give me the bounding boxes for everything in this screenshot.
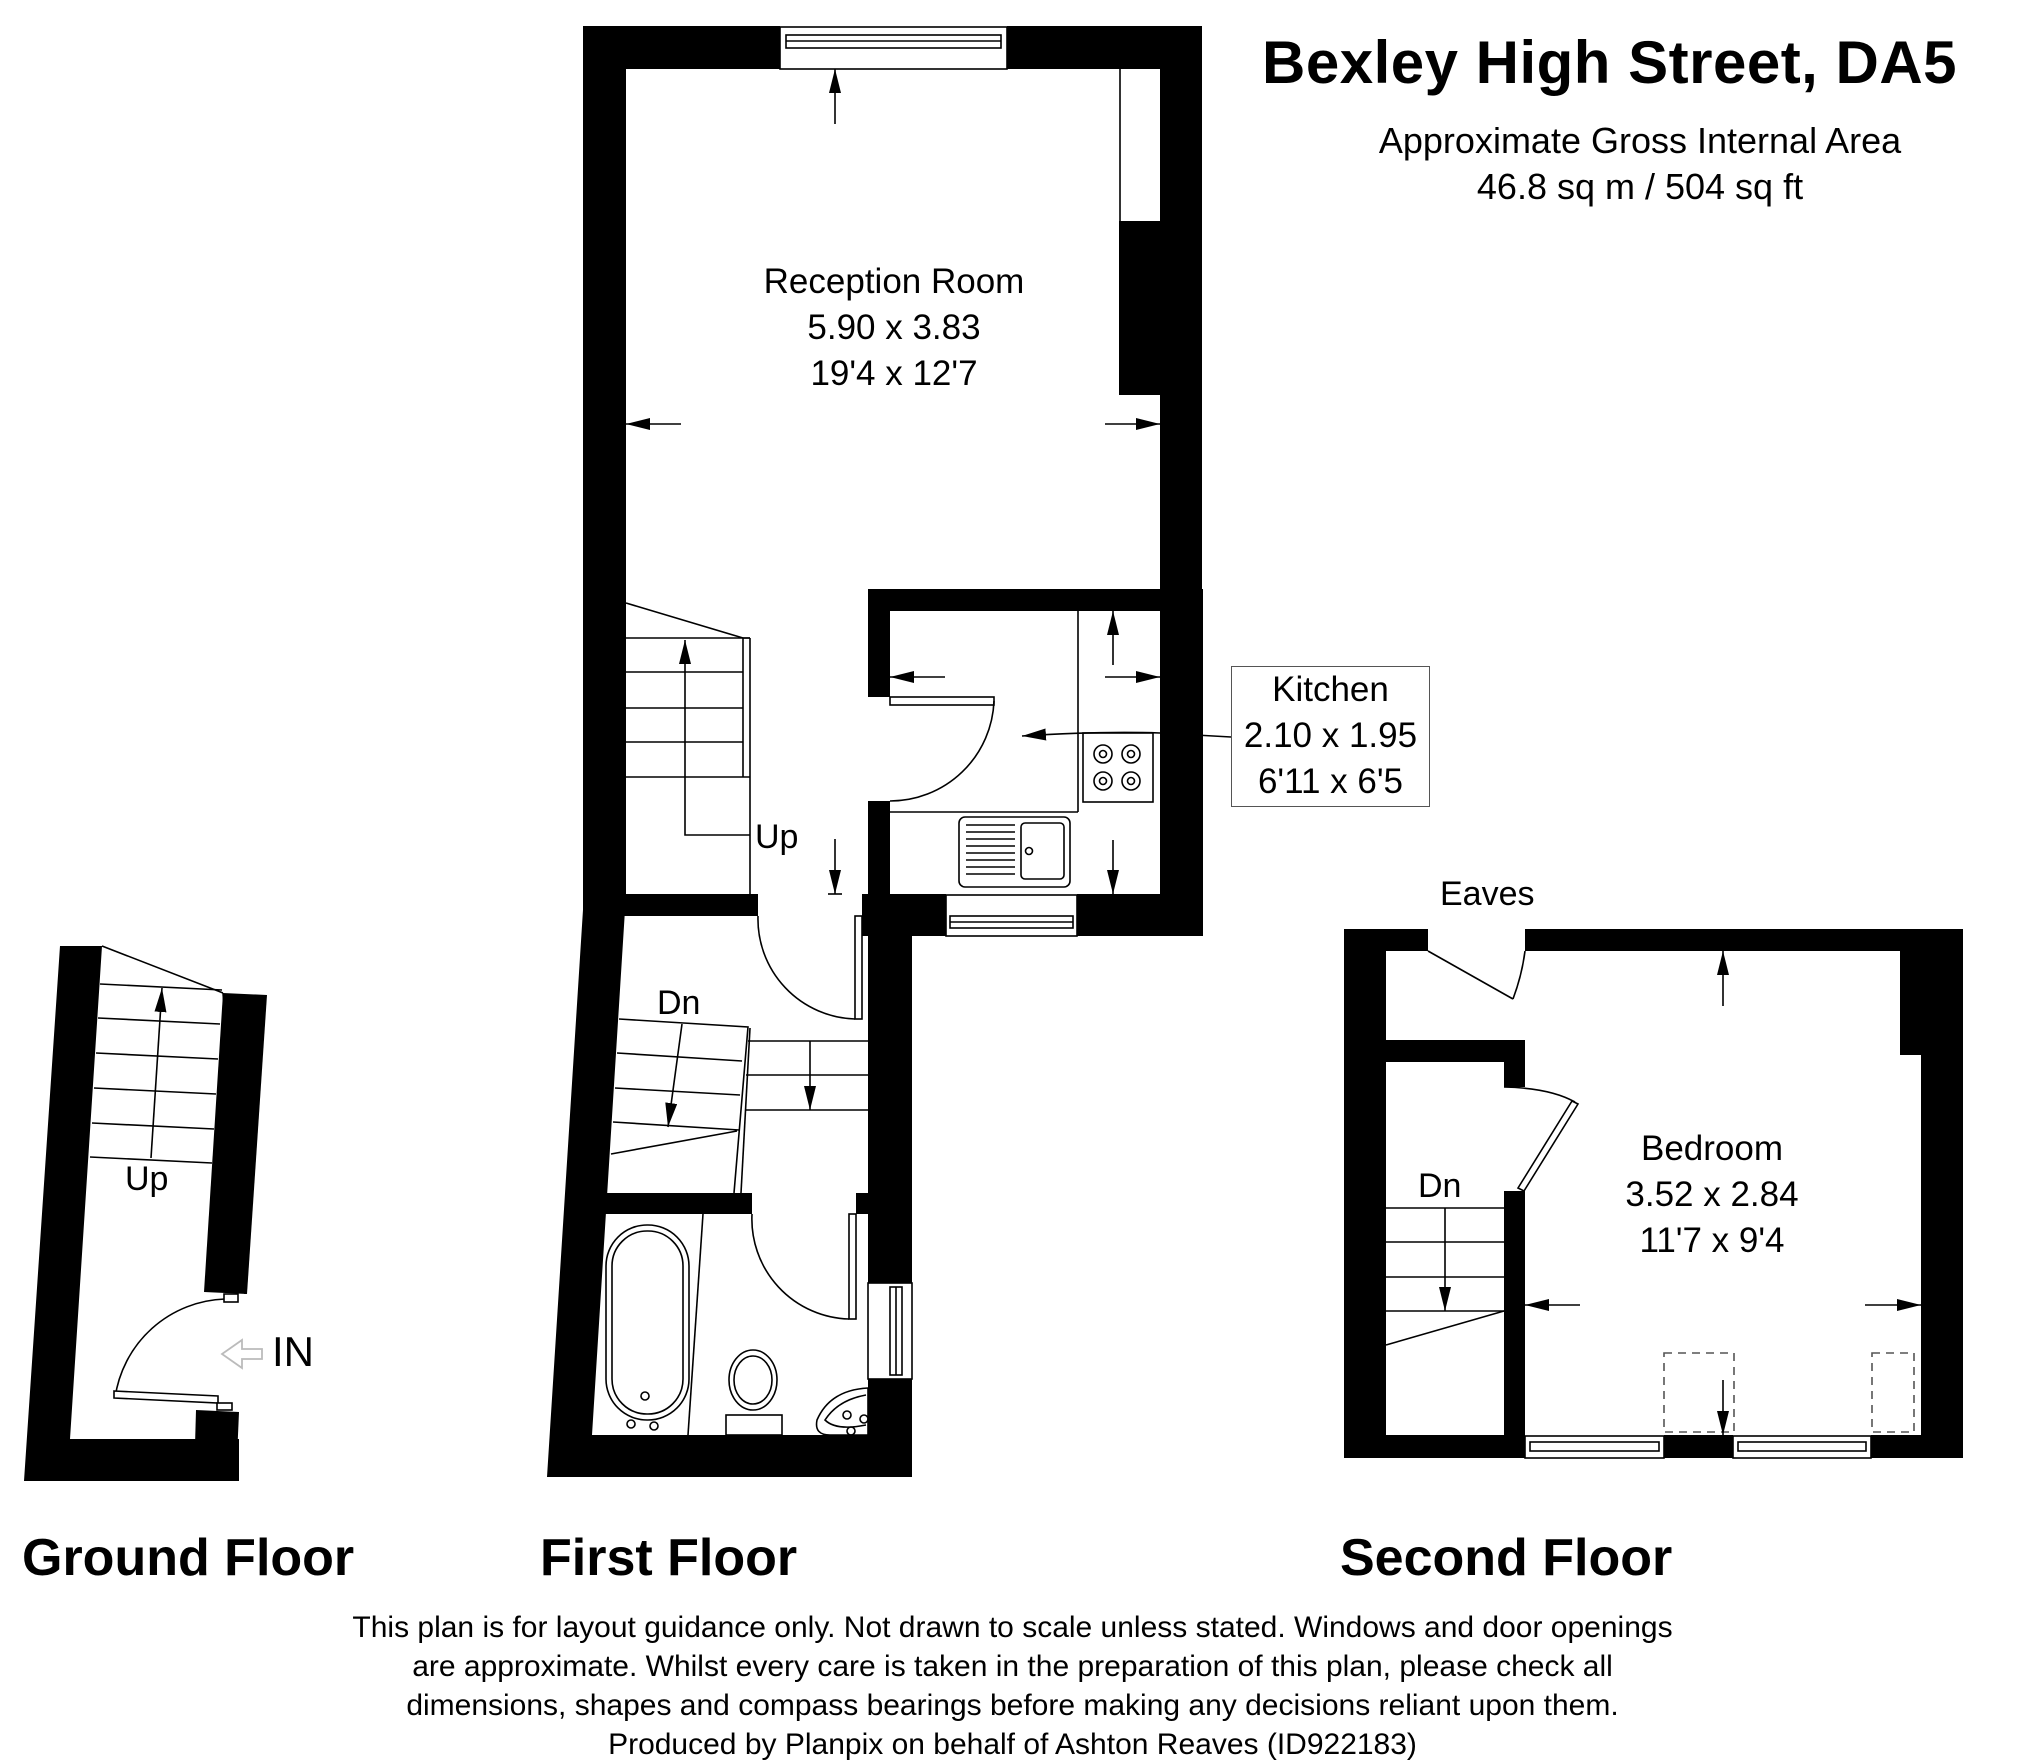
wall: [204, 993, 267, 1294]
stairs-up-label: Up: [125, 1160, 169, 1198]
room-name: Bedroom: [1640, 1129, 1784, 1168]
area-value: 46.8 sq m / 504 sq ft: [1476, 166, 1804, 207]
window-icon: [945, 894, 1078, 937]
door-icon: [757, 915, 863, 1020]
room-name: Kitchen: [1272, 670, 1389, 709]
area-label: Approximate Gross Internal Area: [1378, 120, 1902, 161]
wall: [1504, 1040, 1525, 1087]
wall: [863, 894, 946, 916]
bathtub-icon: [605, 1213, 704, 1436]
eaves-label: Eaves: [1440, 875, 1535, 913]
dimension-arrows: [890, 611, 1232, 894]
dimension-arrows: [626, 69, 1160, 895]
wall: [1344, 1040, 1525, 1062]
disclaimer-line: This plan is for layout guidance only. N…: [352, 1611, 1673, 1644]
first-floor-plan: [547, 26, 1232, 1477]
disclaimer-line: are approximate. Whilst every care is ta…: [412, 1650, 1613, 1683]
staircase-icon: [625, 602, 751, 894]
room-label-bedroom: Bedroom 3.52 x 2.84 11'7 x 9'4: [1562, 1126, 1862, 1264]
entrance-label: IN: [272, 1328, 314, 1375]
wall: [1077, 894, 1203, 936]
door-icon: [1503, 1086, 1580, 1193]
door-icon: [113, 1293, 239, 1411]
room-metric: 3.52 x 2.84: [1625, 1175, 1799, 1214]
disclaimer: This plan is for layout guidance only. N…: [0, 1608, 2025, 1764]
wall: [868, 589, 1202, 611]
sink-icon: [958, 816, 1071, 888]
room-name: Reception Room: [763, 262, 1025, 301]
room-label-kitchen: Kitchen 2.10 x 1.95 6'11 x 6'5: [1231, 666, 1430, 807]
ground-floor-plan: [24, 945, 267, 1481]
wall: [583, 26, 626, 916]
stairs-up-label: Up: [755, 818, 799, 856]
floor-name-first: First Floor: [540, 1529, 798, 1587]
wall: [868, 589, 890, 697]
wall: [1900, 929, 1963, 1055]
window-icon: [1732, 1435, 1872, 1459]
roof-window-outline: [1871, 1352, 1915, 1433]
wall: [584, 894, 758, 916]
area-summary: Approximate Gross Internal Area 46.8 sq …: [1250, 118, 2025, 210]
window-icon: [867, 1282, 913, 1380]
staircase-icon: [89, 945, 246, 1295]
chimney-breast: [1119, 221, 1202, 395]
hob-icon: [1093, 744, 1141, 791]
room-label-reception: Reception Room 5.90 x 3.83 19'4 x 12'7: [744, 259, 1044, 397]
entrance-arrow-icon: [220, 1338, 263, 1370]
staircase-icon: [610, 1018, 868, 1194]
window-icon: [1524, 1435, 1665, 1459]
wall: [547, 894, 912, 1477]
kitchen-units: [890, 611, 1154, 888]
toilet-icon: [725, 1349, 783, 1436]
stairs-down-label: Dn: [657, 984, 701, 1022]
property-title: Bexley High Street, DA5: [1262, 29, 1958, 96]
floor-name-ground: Ground Floor: [22, 1529, 355, 1587]
wall: [1504, 1191, 1525, 1458]
dimension-arrows: [1525, 951, 1921, 1435]
credit-line: Produced by Planpix on behalf of Ashton …: [608, 1728, 1417, 1761]
room-imperial: 6'11 x 6'5: [1257, 762, 1404, 801]
room-metric: 5.90 x 3.83: [807, 308, 981, 347]
wall: [24, 946, 239, 1481]
wall: [1344, 929, 1386, 1458]
window-icon: [779, 26, 1008, 70]
wall: [1160, 589, 1203, 936]
wall: [1664, 1435, 1733, 1458]
second-floor-plan: [1344, 929, 1963, 1459]
wall: [856, 1193, 912, 1214]
wall: [194, 1410, 239, 1481]
door-icon: [1427, 950, 1526, 1000]
wall: [565, 1193, 752, 1214]
wall: [1525, 929, 1963, 951]
basin-icon: [815, 1387, 869, 1436]
disclaimer-line: dimensions, shapes and compass bearings …: [406, 1689, 1619, 1722]
staircase-icon: [1385, 1207, 1505, 1346]
wall: [1344, 1435, 1525, 1458]
room-imperial: 19'4 x 12'7: [810, 354, 978, 393]
roof-window-outline: [1663, 1352, 1735, 1433]
wall: [1871, 1435, 1963, 1458]
wall: [868, 916, 946, 936]
door-icon: [889, 696, 995, 802]
door-icon: [751, 1213, 857, 1320]
stairs-down-label: Dn: [1418, 1167, 1462, 1205]
floor-name-second: Second Floor: [1340, 1529, 1673, 1587]
room-imperial: 11'7 x 9'4: [1639, 1221, 1785, 1260]
room-metric: 2.10 x 1.95: [1243, 716, 1418, 755]
